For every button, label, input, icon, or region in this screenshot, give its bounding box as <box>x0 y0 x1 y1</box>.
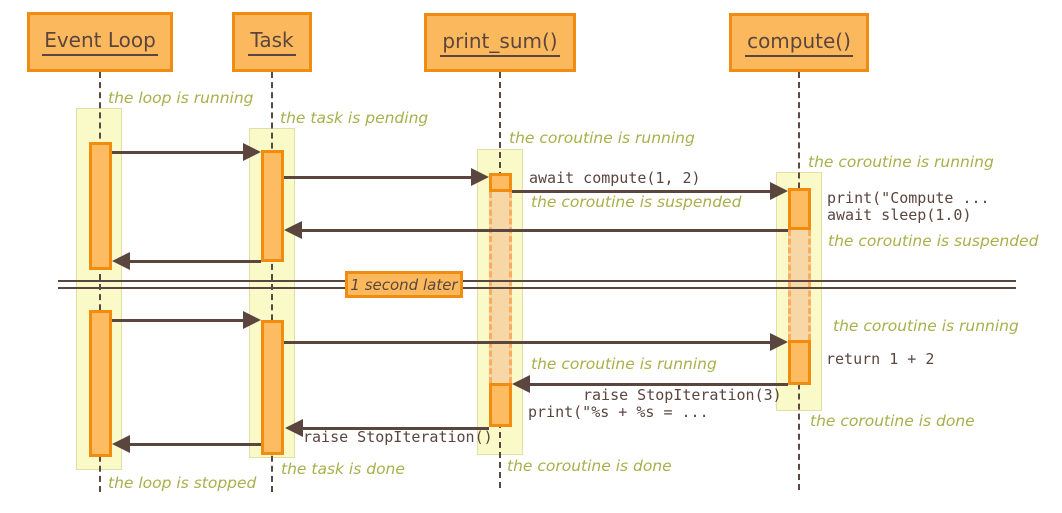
divider-label-box: 1 second later <box>345 271 463 298</box>
arrow-task-to-printsum-1-head <box>471 168 489 186</box>
state-label-printsum-suspended: the coroutine is suspended <box>531 193 742 211</box>
divider-label: 1 second later <box>350 275 458 294</box>
arrow-printsum-to-compute-line <box>512 190 772 193</box>
state-label-printsum-running-2: the coroutine is running <box>531 355 717 373</box>
message-await-sleep: await sleep(1.0) <box>827 206 972 224</box>
state-label-task-pending: the task is pending <box>280 109 429 127</box>
activation-print-sum-1 <box>489 173 512 192</box>
message-print-compute: print("Compute ... <box>827 189 990 207</box>
participant-print-sum: print_sum() <box>424 13 576 72</box>
message-await-compute: await compute(1, 2) <box>529 169 701 187</box>
arrow-loop-to-task-1-line <box>112 151 245 154</box>
message-stopiteration-3: raise StopIteration(3) <box>583 386 782 404</box>
participant-event-loop-label: Event Loop <box>42 28 158 56</box>
activation-print-sum-2 <box>489 383 512 427</box>
state-label-printsum-running-1: the coroutine is running <box>509 129 695 147</box>
state-label-compute-running-2: the coroutine is running <box>833 317 1019 335</box>
activation-compute-2 <box>788 340 811 385</box>
arrow-task-to-loop-1-head <box>112 252 130 270</box>
participant-event-loop: Event Loop <box>27 12 173 72</box>
activation-event-loop-2 <box>89 310 112 457</box>
message-return: return 1 + 2 <box>826 350 935 368</box>
arrow-compute-to-task-head <box>284 221 302 239</box>
arrow-compute-to-task-line <box>300 229 788 232</box>
arrow-loop-to-task-1-head <box>243 143 261 161</box>
participant-task-label: Task <box>248 28 296 56</box>
arrow-loop-to-task-2-head <box>243 311 261 329</box>
participant-compute: compute() <box>729 13 869 72</box>
arrow-printsum-to-task-line <box>301 427 489 430</box>
participant-compute-label: compute() <box>745 29 853 57</box>
state-label-compute-done: the coroutine is done <box>810 412 975 430</box>
arrow-printsum-to-task-head <box>285 419 303 437</box>
arrow-task-to-loop-2-head <box>112 435 130 453</box>
arrow-task-to-loop-1-line <box>128 260 261 263</box>
divider-line-top <box>58 280 1016 282</box>
activation-task-2 <box>261 320 284 455</box>
arrow-task-to-compute-head <box>770 333 788 351</box>
arrow-task-to-printsum-1-line <box>284 176 473 179</box>
state-label-compute-running-1: the coroutine is running <box>808 153 994 171</box>
arrow-compute-to-printsum-line <box>528 383 788 386</box>
lifeline-task <box>271 72 273 492</box>
participant-task: Task <box>232 12 312 72</box>
activation-task-1 <box>261 150 284 262</box>
state-label-loop-stopped: the loop is stopped <box>108 474 257 492</box>
message-stopiteration: raise StopIteration() <box>303 428 493 446</box>
message-print-sum-result: print("%s + %s = ... <box>528 403 709 421</box>
divider-line-bottom <box>58 287 1016 289</box>
arrow-printsum-to-compute-head <box>770 182 788 200</box>
arrow-task-to-compute-line <box>284 341 772 344</box>
state-label-printsum-done: the coroutine is done <box>507 457 672 475</box>
activation-compute-1 <box>788 188 811 230</box>
state-label-loop-running: the loop is running <box>108 89 254 107</box>
state-label-task-done: the task is done <box>281 460 405 478</box>
participant-print-sum-label: print_sum() <box>440 29 560 57</box>
arrow-task-to-loop-2-line <box>128 443 261 446</box>
activation-event-loop-1 <box>89 142 112 270</box>
state-label-compute-suspended: the coroutine is suspended <box>828 232 1039 250</box>
arrow-compute-to-printsum-head <box>512 375 530 393</box>
lifeline-event-loop <box>99 72 101 492</box>
suspended-region-compute <box>788 230 811 340</box>
arrow-loop-to-task-2-line <box>112 319 245 322</box>
